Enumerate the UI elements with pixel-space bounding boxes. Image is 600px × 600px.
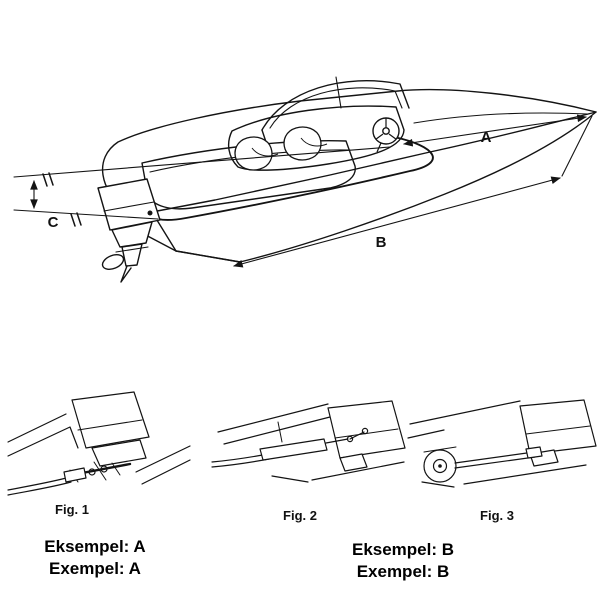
fig1-engine-cowl bbox=[71, 391, 150, 449]
steering-wheel-icon bbox=[372, 117, 400, 153]
fig2-illustration bbox=[211, 400, 406, 483]
fig1-caption: Fig. 1 bbox=[55, 502, 89, 517]
dimension-c-label: C bbox=[48, 214, 59, 231]
example-a-line2: Exempel: A bbox=[49, 559, 141, 579]
engine-cover bbox=[141, 140, 356, 210]
fig3-caption: Fig. 3 bbox=[480, 508, 514, 523]
boat-illustration bbox=[101, 88, 597, 263]
dimension-lines bbox=[13, 114, 593, 268]
example-a-line1: Eksempel: A bbox=[44, 537, 146, 556]
fig3-steering-cable bbox=[454, 451, 535, 464]
dimension-b-label: B bbox=[376, 234, 387, 251]
dimension-b-line bbox=[233, 176, 561, 268]
fig2-caption: Fig. 2 bbox=[283, 508, 317, 523]
fig1-steering-cable bbox=[7, 476, 71, 491]
example-b-label: Eksempel: B Exempel: B bbox=[352, 539, 454, 584]
fig1-illustration bbox=[7, 391, 191, 496]
fig3-illustration bbox=[407, 399, 597, 488]
windshield bbox=[261, 76, 410, 143]
outboard-motor bbox=[97, 178, 161, 283]
example-a-label: Eksempel: A Exempel: A bbox=[44, 536, 145, 581]
dimension-a-line bbox=[403, 114, 587, 147]
dimension-a-label: A bbox=[481, 129, 492, 146]
cockpit-rim bbox=[227, 105, 405, 171]
example-b-line2: Exempel: B bbox=[356, 562, 450, 582]
cockpit-seats bbox=[234, 126, 328, 171]
fig3-engine-cowl bbox=[519, 399, 597, 455]
example-b-line1: Eksempel: B bbox=[351, 540, 455, 559]
